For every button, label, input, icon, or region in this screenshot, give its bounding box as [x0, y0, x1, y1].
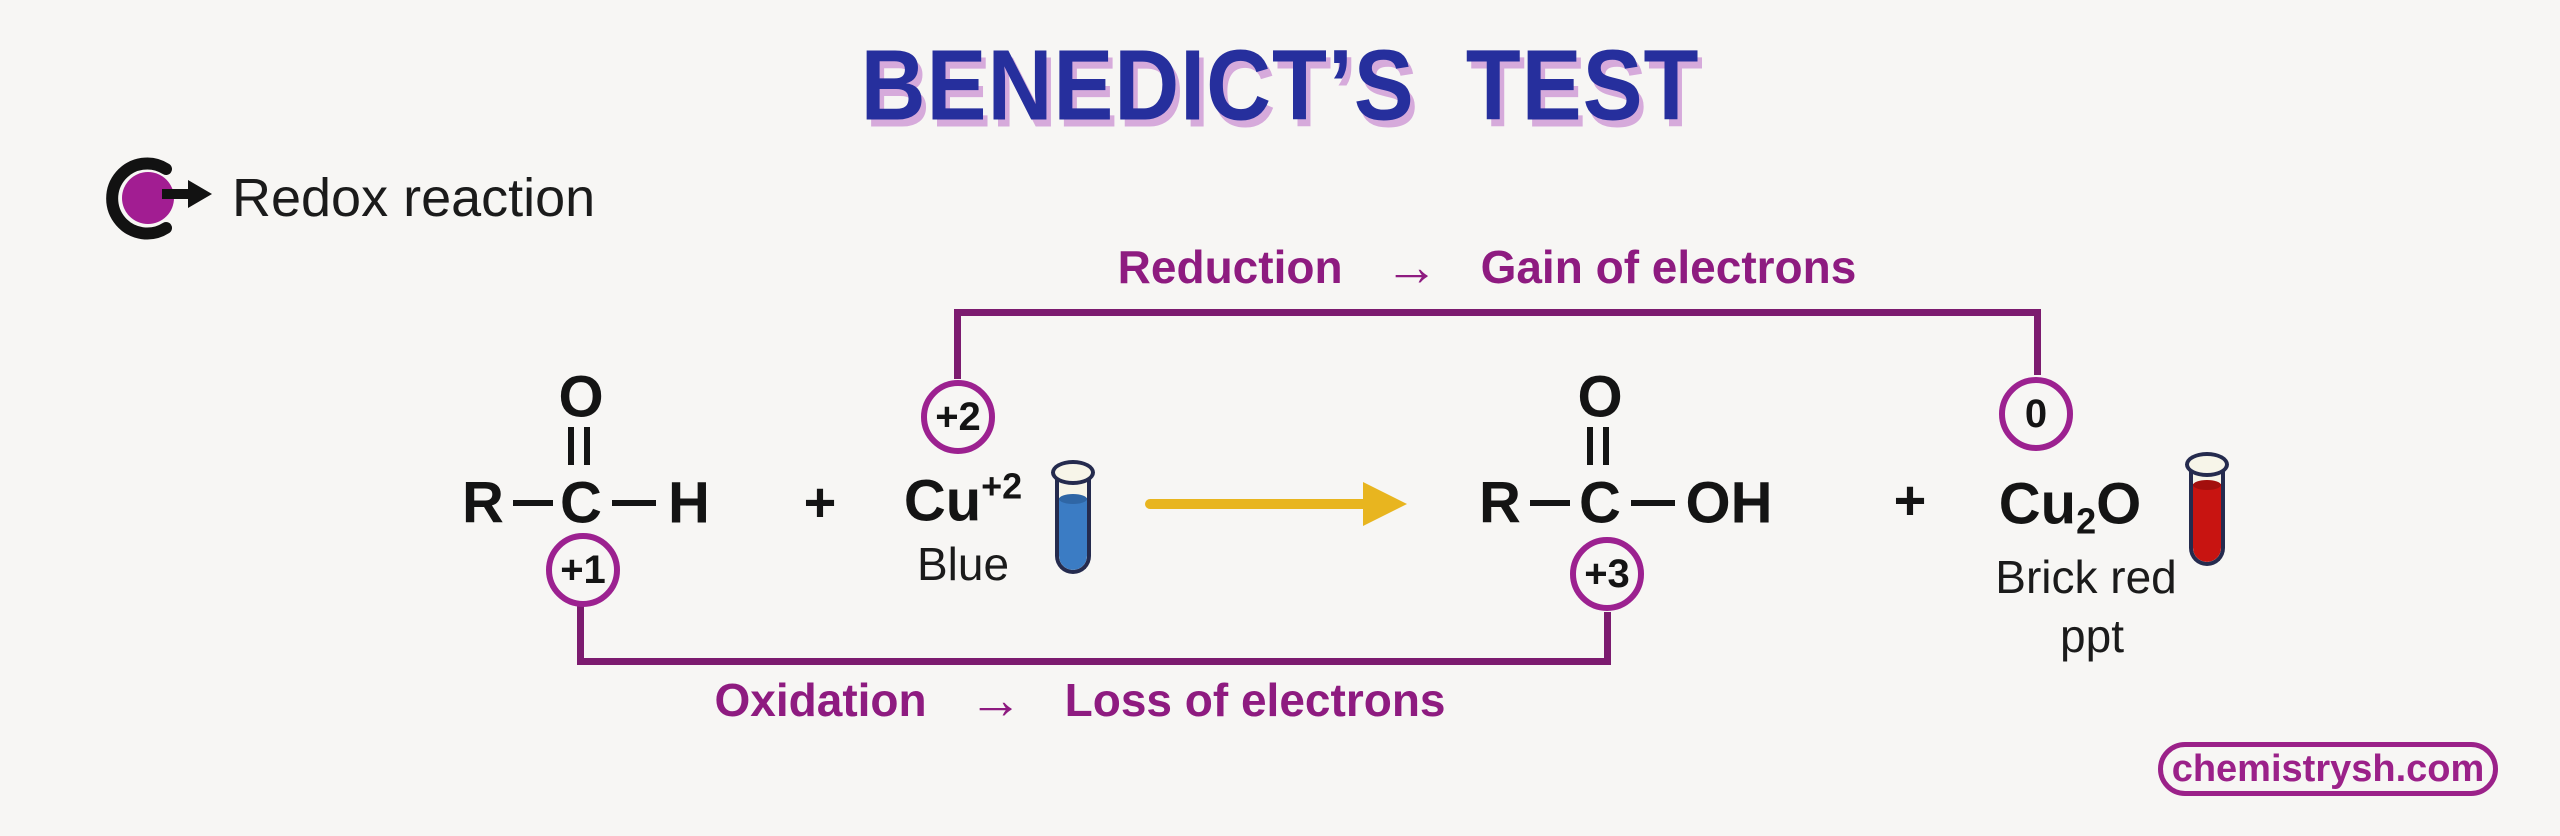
double-bond-bar [1587, 427, 1593, 465]
copper-oxide-subscript: 2 [2076, 500, 2097, 542]
tube-lip [1051, 460, 1095, 485]
tube-body [1055, 469, 1091, 574]
copper-ion-charge: +2 [981, 465, 1023, 507]
copper-oxide-color-note-line1: Brick red [1995, 551, 2177, 603]
oxidation-state-badge-plus1: +1 [546, 533, 620, 607]
oxidation-label: Oxidation [714, 674, 927, 726]
oxidation-state-badge-plus2: +2 [921, 380, 995, 454]
tube-lip [2185, 452, 2229, 477]
copper-ion-base: Cu [903, 468, 982, 534]
reduction-label-row: Reduction → Gain of electrons [1118, 240, 1857, 294]
watermark-text: chemistrysh.com [2171, 747, 2485, 790]
oxidation-result-label: Loss of electrons [1064, 674, 1446, 726]
double-bond-bar [584, 427, 590, 465]
single-bond [513, 500, 553, 506]
double-bond-bar [568, 427, 574, 465]
page-title: BENEDICT’S TEST [860, 29, 1700, 142]
reaction-arrow-line [1145, 499, 1370, 509]
blue-liquid [1059, 494, 1087, 570]
copper-oxide-formula: Cu2O [1998, 471, 2142, 542]
reduction-bracket-right-vertical [2034, 309, 2041, 375]
oxidation-bracket-left-vertical [577, 604, 584, 664]
reduction-bracket-horizontal [954, 309, 2041, 316]
acid-r-group: R [1479, 470, 1521, 536]
plus-sign-right: + [1893, 468, 1927, 532]
acid-hydroxyl-group: OH [1685, 470, 1773, 536]
reduction-bracket-left-vertical [954, 309, 961, 379]
aldehyde-hydrogen-atom: H [668, 470, 710, 536]
reduction-result-label: Gain of electrons [1480, 241, 1857, 293]
oxidation-state-badge-plus3: +3 [1570, 537, 1644, 611]
acid-carbon-atom: C [1579, 470, 1621, 536]
watermark-badge: chemistrysh.com [2158, 742, 2498, 796]
copper-oxide-base: Cu [1998, 471, 2077, 537]
test-tube-blue [1051, 460, 1095, 574]
single-bond [1530, 500, 1570, 506]
single-bond [1631, 500, 1675, 506]
liquid-surface [2193, 480, 2221, 491]
acid-oxygen-atom: O [1577, 364, 1623, 430]
double-bond-bar [1603, 427, 1609, 465]
redox-cycle-arrow-icon [106, 157, 212, 240]
copper-oxide-oxygen: O [2096, 471, 2142, 537]
subtitle-redox-reaction: Redox reaction [232, 168, 596, 228]
oxidation-state-badge-zero: 0 [1999, 377, 2073, 451]
oxidation-bracket-horizontal [577, 658, 1611, 665]
aldehyde-r-group: R [462, 470, 504, 536]
reduction-label: Reduction [1117, 241, 1343, 293]
single-bond [612, 500, 656, 506]
reaction-arrow-head [1363, 482, 1407, 526]
oxidation-arrow-icon: → [968, 670, 1023, 730]
copper-ion-formula: Cu+2 [903, 465, 1023, 535]
aldehyde-oxygen-atom: O [558, 364, 604, 430]
tube-body [2189, 461, 2225, 566]
oxidation-label-row: Oxidation → Loss of electrons [715, 673, 1446, 727]
liquid-surface [1059, 494, 1087, 505]
copper-oxide-color-note-line2: ppt [2060, 610, 2124, 662]
red-liquid [2193, 480, 2221, 562]
aldehyde-carbon-atom: C [560, 470, 602, 536]
test-tube-red [2185, 452, 2229, 566]
copper-ion-color-note: Blue [916, 538, 1010, 590]
reduction-arrow-icon: → [1384, 237, 1439, 297]
oxidation-bracket-right-vertical [1604, 612, 1611, 664]
plus-sign-left: + [803, 470, 837, 534]
